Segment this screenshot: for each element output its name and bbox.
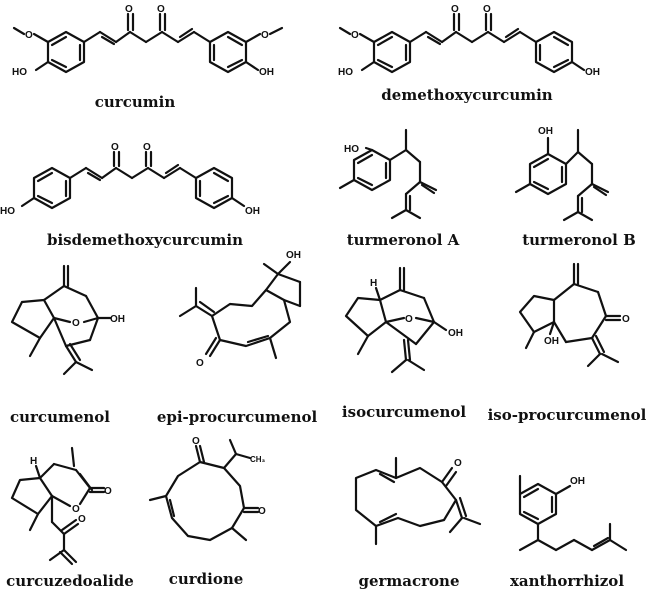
compound-name-isocurcumenol: isocurcumenol [341,403,467,421]
compound-name-epi-procurcumenol: epi-procurcumenol [156,408,318,426]
methoxy-oxygen: O [261,30,269,41]
ketone-oxygen: O [451,4,459,15]
iso-procurcumenol-structure: O OH [518,262,630,368]
hydroxyl-label: HO [12,67,27,78]
compound-name-demethoxycurcumin: demethoxycurcumin [381,86,553,104]
compound-name-turmeronol-b: turmeronol B [522,231,636,249]
turmeronol-a-structure: HO [338,128,438,220]
hydroxyl-label: OH [448,328,463,339]
compound-name-germacrone: germacrone [358,572,460,590]
curcumenol-structure: O OH [10,264,125,376]
hydroxyl-label: OH [286,250,301,261]
xanthorrhizol-structure: OH [518,474,628,552]
ether-oxygen: O [405,314,413,325]
isocurcumenol-structure: O H OH [344,266,463,374]
compound-name-turmeronol-a: turmeronol A [346,231,460,249]
hydroxyl-label: OH [538,126,553,137]
ether-oxygen: O [72,318,80,329]
ketone-oxygen: O [196,358,204,369]
epi-procurcumenol-structure: OH O [178,250,302,369]
hydroxyl-label: OH [570,476,585,487]
ketone-oxygen: O [143,142,151,153]
compound-name-bisdemethoxycurcumin: bisdemethoxycurcumin [46,231,244,249]
ketone-oxygen: O [125,4,133,15]
hydroxyl-label: OH [245,206,260,217]
methoxy-oxygen: O [25,30,33,41]
compound-name-xanthorrhizol: xanthorrhizol [509,572,625,590]
ketone-oxygen: O [454,458,462,469]
compound-name-curcumenol: curcumenol [9,408,111,426]
ketone-oxygen: O [192,436,200,447]
compound-name-curcumin: curcumin [94,93,176,111]
hydroxyl-label: OH [585,67,600,78]
hydroxyl-label: HO [338,67,353,78]
ketone-oxygen: O [258,506,266,517]
curdione-structure: O O CH₃ [148,436,266,542]
turmeronol-b-structure: OH [514,126,610,222]
ketone-oxygen: O [483,4,491,15]
bisdemethoxycurcumin-structure: HO O O OH [0,142,260,217]
compound-name-iso-procurcumenol: iso-procurcumenol [487,406,647,424]
methyl-label: CH₃ [250,455,266,464]
compound-name-curdione: curdione [168,570,244,588]
germacrone-structure: O [354,456,482,546]
compound-name-curcuzedoalide: curcuzedoalide [6,572,134,590]
hydroxyl-label: HO [344,144,359,155]
ketone-oxygen: O [157,4,165,15]
ketone-oxygen: O [622,314,630,325]
lactone-carbonyl-oxygen: O [104,486,112,497]
ring-oxygen: O [72,504,80,515]
demethoxycurcumin-structure: O HO O O OH [338,4,600,78]
curcumin-structure: O HO O O O OH [12,4,284,78]
hydroxyl-label: OH [110,314,125,325]
hydrogen-label: H [30,456,37,467]
hydroxyl-label: HO [0,206,15,217]
hydrogen-label: H [370,278,377,289]
hydroxyl-label: OH [259,67,274,78]
ketone-oxygen: O [111,142,119,153]
methoxy-oxygen: O [351,30,359,41]
ketone-oxygen: O [78,514,86,525]
curcuzedoalide-structure: O O H O [10,446,112,566]
hydroxyl-label: OH [544,336,559,347]
